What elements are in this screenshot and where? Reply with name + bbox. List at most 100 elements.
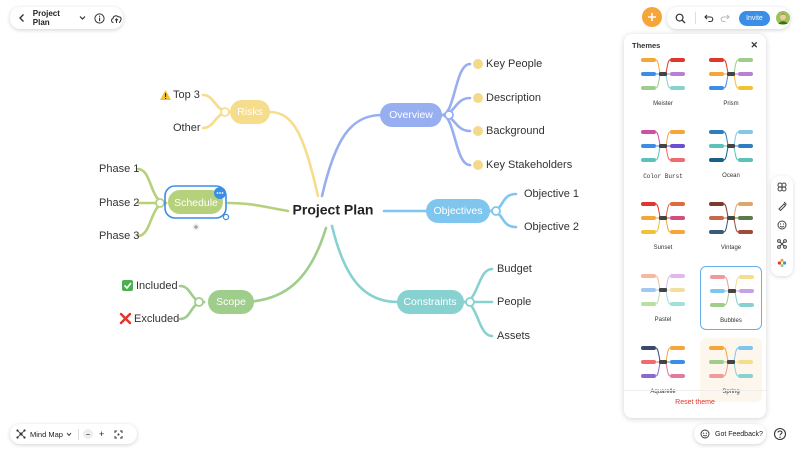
emoji-icon[interactable] bbox=[777, 220, 787, 232]
branch-scope[interactable] bbox=[208, 290, 254, 314]
layout-icon[interactable] bbox=[777, 182, 787, 194]
branch-objectives[interactable] bbox=[426, 199, 490, 223]
dot-icon bbox=[473, 59, 483, 69]
toolbar-divider bbox=[695, 12, 696, 24]
theme-card-color-burst[interactable]: Color Burst bbox=[632, 122, 694, 186]
branch-risks[interactable] bbox=[230, 100, 270, 124]
toolbar-divider bbox=[77, 428, 79, 440]
plus-icon[interactable] bbox=[642, 7, 662, 27]
view-mode-label[interactable]: Mind Map bbox=[30, 429, 63, 439]
chevron-left-icon[interactable] bbox=[16, 13, 29, 23]
zoom-in-button[interactable]: + bbox=[98, 429, 105, 439]
invite-button[interactable]: Invite bbox=[738, 10, 770, 26]
theme-preview bbox=[709, 58, 753, 90]
theme-name: Spring bbox=[722, 389, 740, 395]
branch-risks-label: Risks bbox=[237, 106, 263, 118]
theme-name: Prism bbox=[723, 101, 739, 107]
selection-frame bbox=[164, 185, 227, 219]
theme-card-ocean[interactable]: Ocean bbox=[700, 122, 762, 186]
branch-overview[interactable] bbox=[380, 103, 442, 127]
theme-preview bbox=[710, 275, 754, 307]
theme-preview bbox=[709, 346, 753, 378]
topic-key-people[interactable]: Key People bbox=[486, 58, 542, 70]
reset-theme-button[interactable]: Reset theme bbox=[675, 399, 715, 406]
topic-phase-2[interactable]: Phase 2 bbox=[99, 197, 139, 209]
help-icon[interactable] bbox=[773, 427, 787, 441]
top-toolbar: Invite bbox=[667, 7, 790, 29]
feedback-label: Got Feedback? bbox=[715, 430, 763, 438]
topic-phase-3[interactable]: Phase 3 bbox=[99, 230, 139, 242]
topic-background[interactable]: Background bbox=[486, 125, 545, 137]
theme-preview bbox=[709, 202, 753, 234]
undo-icon[interactable] bbox=[704, 13, 715, 23]
feedback-icon bbox=[700, 429, 710, 439]
connect-icon[interactable] bbox=[777, 239, 787, 251]
theme-card-vintage[interactable]: Vintage bbox=[700, 194, 762, 258]
theme-name: Ocean bbox=[722, 173, 740, 179]
theme-card-prism[interactable]: Prism bbox=[700, 50, 762, 114]
zoom-out-button[interactable]: − bbox=[82, 429, 93, 439]
user-avatar[interactable] bbox=[776, 11, 790, 25]
cloud-upload-icon[interactable] bbox=[110, 13, 123, 24]
search-icon[interactable] bbox=[675, 13, 686, 24]
theme-card-spring[interactable]: Spring bbox=[700, 338, 762, 402]
theme-name: Pastel bbox=[654, 317, 672, 323]
document-title[interactable]: Project Plan bbox=[32, 9, 60, 27]
side-toolbar bbox=[771, 176, 793, 276]
topic-people[interactable]: People bbox=[497, 296, 531, 308]
redo-icon[interactable] bbox=[719, 13, 730, 23]
more-options-icon[interactable] bbox=[214, 187, 226, 199]
feedback-button[interactable]: Got Feedback? bbox=[694, 424, 766, 444]
topic-budget[interactable]: Budget bbox=[497, 263, 532, 275]
chevron-down-icon[interactable] bbox=[79, 15, 86, 21]
theme-card-meister[interactable]: Meister bbox=[632, 50, 694, 114]
themes-panel-title: Themes bbox=[632, 41, 661, 50]
theme-name: Color Burst bbox=[643, 173, 683, 180]
theme-name: Aquarelle bbox=[650, 389, 676, 395]
checkmark-icon bbox=[122, 280, 133, 291]
mind-map-icon[interactable] bbox=[16, 429, 26, 439]
topic-assets[interactable]: Assets bbox=[497, 330, 531, 342]
topic-top-3[interactable]: Top 3 bbox=[173, 89, 200, 101]
theme-card-bubbles[interactable]: Bubbles bbox=[700, 266, 762, 330]
close-icon[interactable]: ✕ bbox=[750, 40, 758, 50]
style-icon[interactable] bbox=[777, 201, 787, 213]
topic-excluded[interactable]: Excluded bbox=[134, 313, 179, 325]
topic-key-stakeholders[interactable]: Key Stakeholders bbox=[486, 159, 573, 171]
topic-included[interactable]: Included bbox=[136, 280, 178, 292]
info-icon[interactable] bbox=[94, 12, 105, 24]
theme-palette-icon[interactable] bbox=[777, 258, 787, 270]
theme-card-pastel[interactable]: Pastel bbox=[632, 266, 694, 330]
view-controls: Mind Map − + bbox=[10, 424, 137, 444]
branch-constraints-label: Constraints bbox=[403, 296, 456, 308]
topic-description[interactable]: Description bbox=[486, 92, 541, 104]
topic-other[interactable]: Other bbox=[173, 122, 201, 134]
branch-scope-label: Scope bbox=[216, 296, 246, 308]
theme-card-aquarelle[interactable]: Aquarelle bbox=[632, 338, 694, 402]
dot-icon bbox=[473, 160, 483, 170]
panel-divider bbox=[624, 390, 766, 391]
topic-objective-2[interactable]: Objective 2 bbox=[524, 221, 579, 233]
theme-name: Bubbles bbox=[720, 318, 742, 324]
theme-card-sunset[interactable]: Sunset bbox=[632, 194, 694, 258]
theme-preview bbox=[641, 130, 685, 162]
theme-preview bbox=[641, 58, 685, 90]
dot-icon bbox=[473, 93, 483, 103]
theme-preview bbox=[641, 202, 685, 234]
theme-preview bbox=[641, 274, 685, 306]
topic-phase-1[interactable]: Phase 1 bbox=[99, 163, 139, 175]
theme-preview bbox=[641, 346, 685, 378]
fit-screen-icon[interactable] bbox=[114, 430, 123, 439]
theme-name: Meister bbox=[653, 101, 673, 107]
resize-handle[interactable] bbox=[222, 213, 230, 221]
document-header: Project Plan bbox=[10, 7, 123, 29]
central-topic[interactable]: Project Plan bbox=[293, 202, 374, 218]
branch-constraints[interactable] bbox=[397, 290, 464, 314]
add-subtopic-icon[interactable] bbox=[192, 223, 200, 231]
chevron-down-icon[interactable] bbox=[66, 432, 72, 437]
branch-schedule[interactable] bbox=[168, 190, 223, 214]
theme-name: Sunset bbox=[653, 245, 673, 251]
topic-objective-1[interactable]: Objective 1 bbox=[524, 188, 579, 200]
